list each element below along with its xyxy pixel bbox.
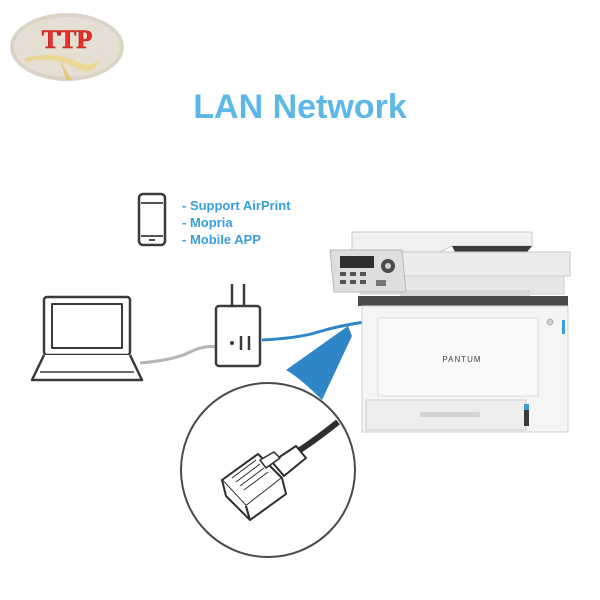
zoom-beam bbox=[286, 326, 352, 400]
router-icon bbox=[214, 284, 262, 368]
router-printer-cable bbox=[261, 320, 365, 342]
feature-list: - Support AirPrint - Mopria - Mobile APP bbox=[182, 197, 291, 248]
feature-item-airprint: - Support AirPrint bbox=[182, 198, 291, 213]
ethernet-zoom-circle bbox=[180, 382, 356, 558]
printer-control-panel bbox=[329, 249, 407, 293]
feature-item-mopria: - Mopria bbox=[182, 215, 233, 230]
logo-text: TTP bbox=[42, 25, 93, 54]
laptop-icon bbox=[30, 295, 144, 382]
smartphone-icon bbox=[137, 192, 167, 247]
page-title: LAN Network bbox=[193, 88, 407, 126]
printer-brand: PANTUM bbox=[442, 355, 481, 364]
feature-item-mobile-app: - Mobile APP bbox=[182, 232, 261, 247]
ttp-logo: TTP bbox=[10, 13, 124, 81]
printer-image: PANTUM bbox=[329, 231, 571, 433]
laptop-router-cable bbox=[139, 345, 217, 365]
ethernet-connector-icon bbox=[221, 419, 340, 521]
